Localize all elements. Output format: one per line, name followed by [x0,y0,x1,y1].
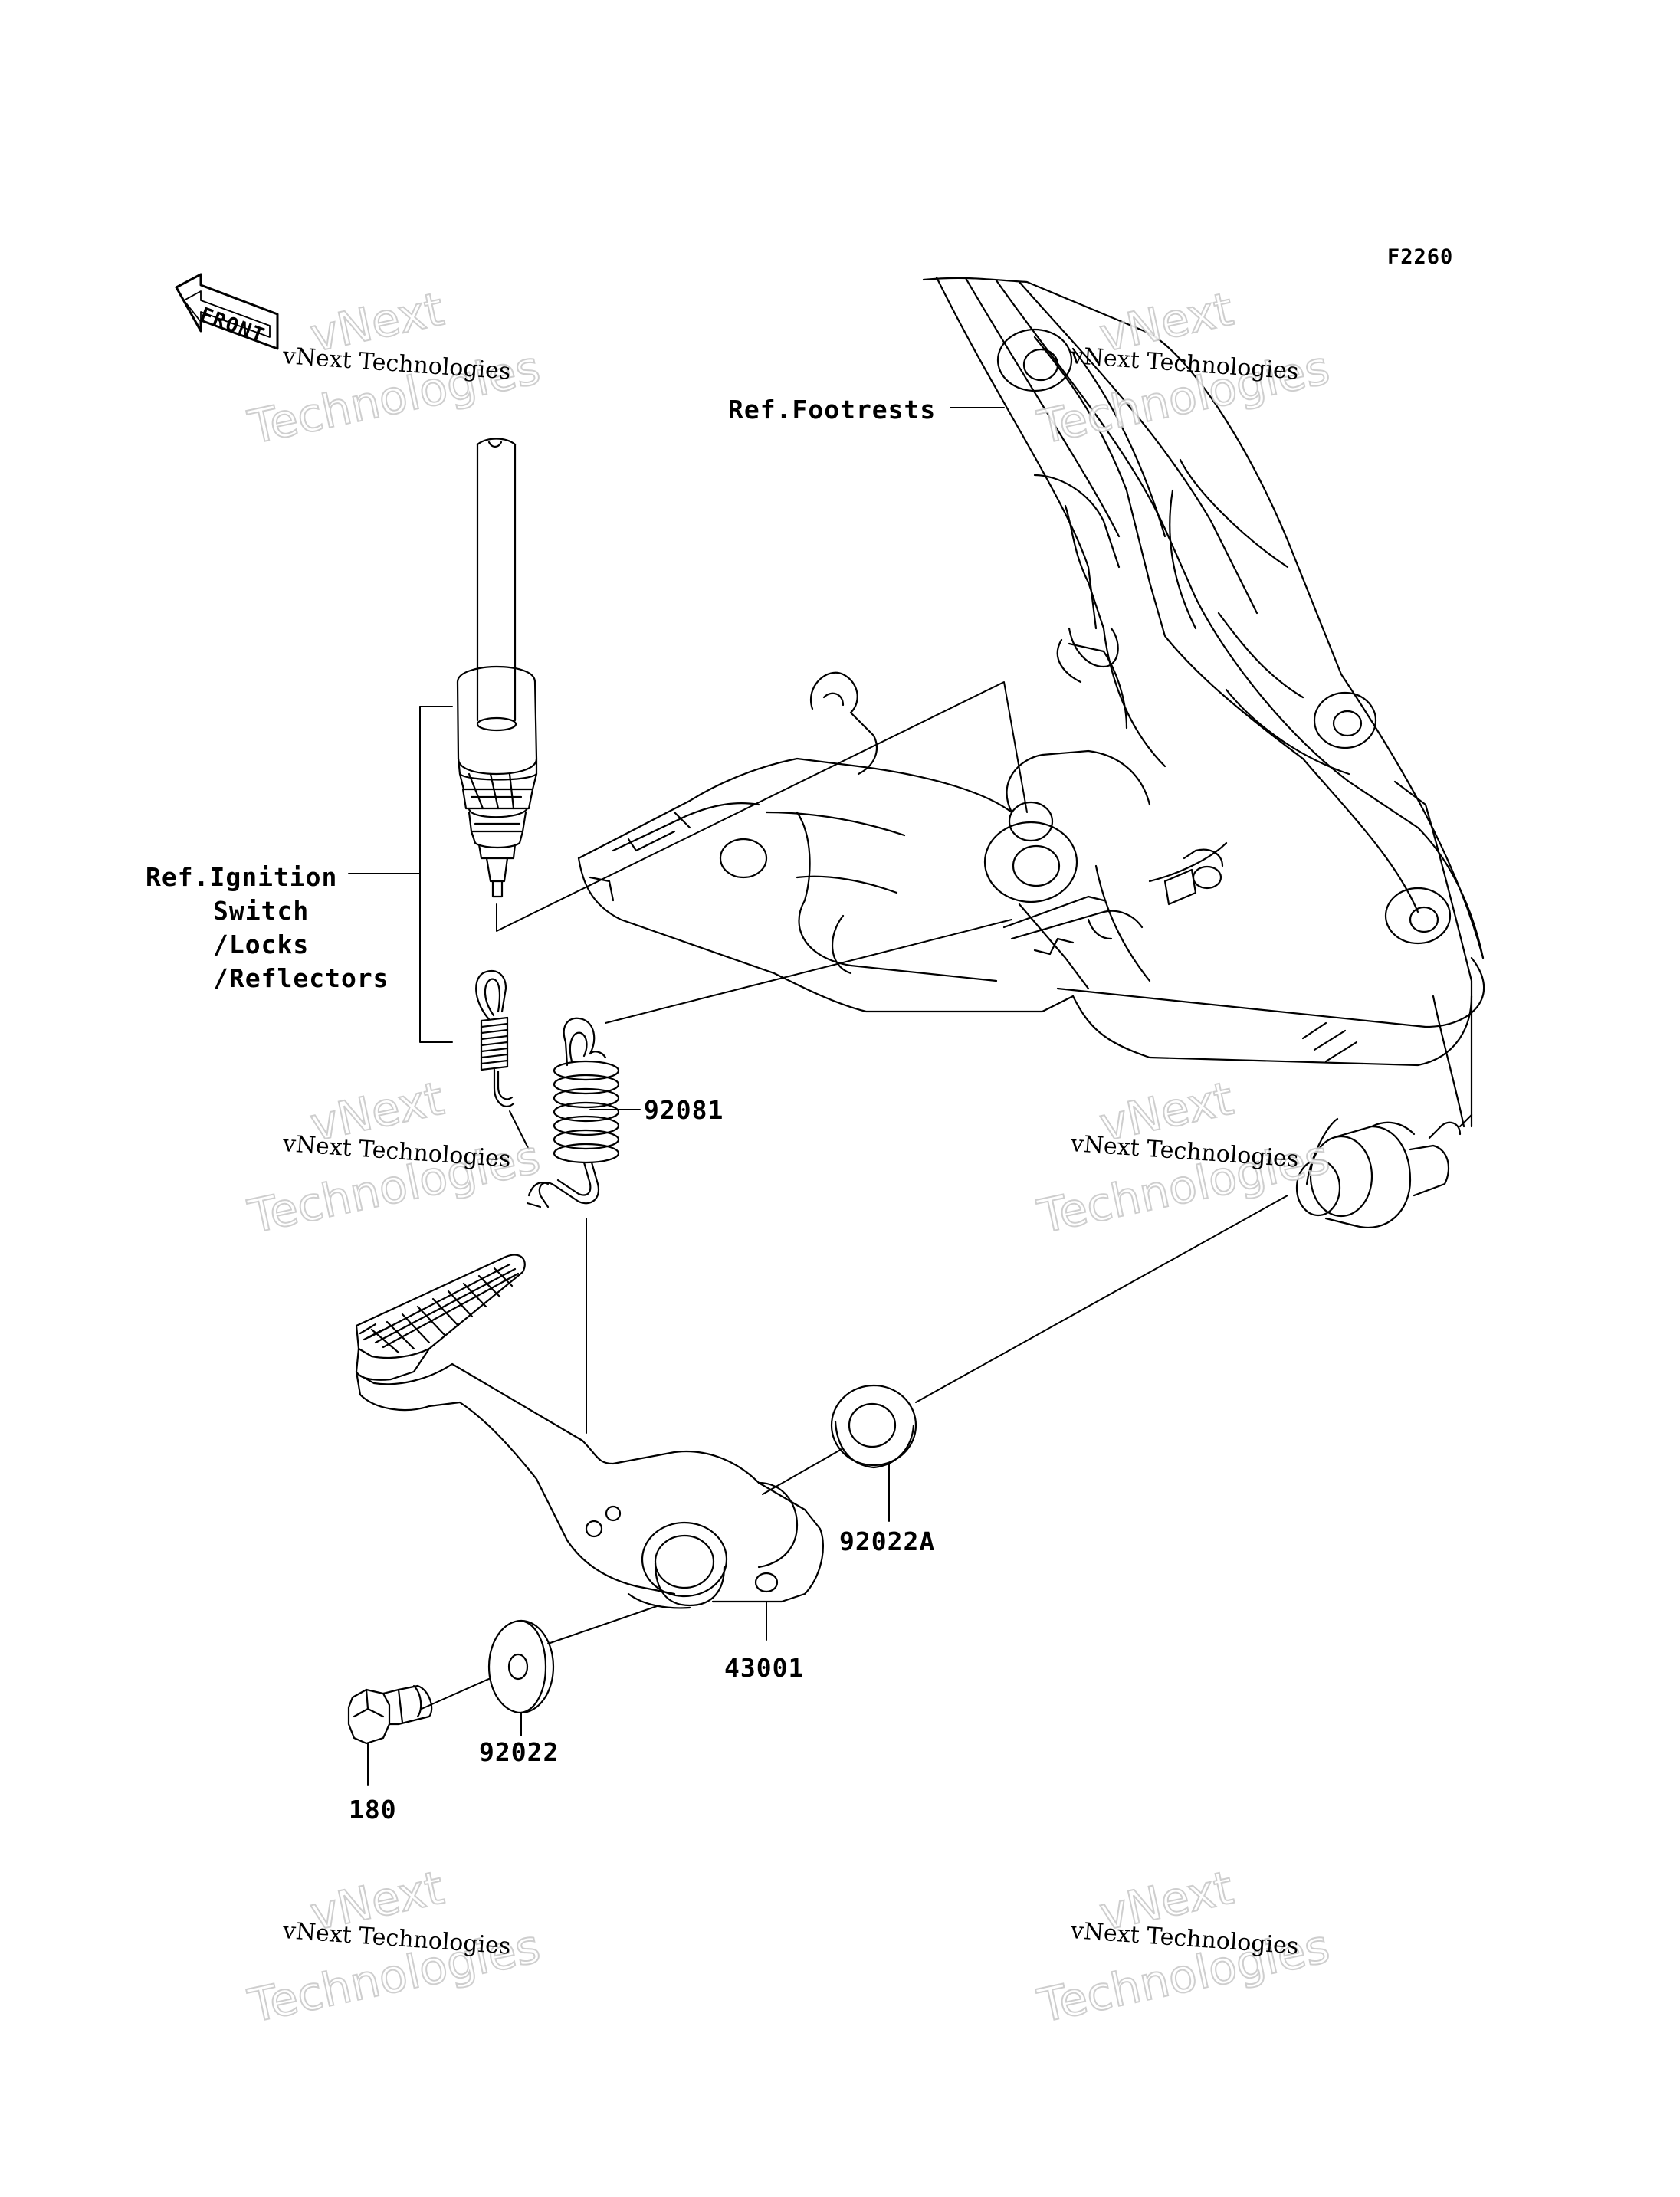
return-spring [527,1018,619,1207]
figure-code: F2260 [1387,245,1454,269]
washer-92022a [832,1385,916,1467]
leader-lines [349,408,1288,1785]
callout-180: 180 [349,1795,397,1825]
callout-ref-ignition-line1: Ref.Ignition [146,862,338,892]
lower-arm [579,673,1484,1065]
brake-pedal [356,1255,823,1608]
callout-92022a: 92022A [839,1526,936,1556]
pivot-shaft [1297,1115,1472,1228]
front-arrow-icon [176,274,277,349]
callout-92022: 92022 [479,1737,559,1767]
callout-43001: 43001 [724,1653,805,1683]
frame-bracket [924,277,1483,1126]
callout-ref-ignition-line4: /Reflectors [213,963,389,993]
washer-92022 [489,1621,553,1713]
brake-light-switch [458,439,536,897]
callout-92081: 92081 [644,1095,724,1125]
switch-spring [476,971,514,1107]
bolt-180 [349,1686,431,1743]
callout-ref-footrests: Ref.Footrests [728,395,937,425]
callout-ref-ignition-line3: /Locks [213,930,310,959]
callout-ref-ignition-line2: Switch [213,896,310,926]
